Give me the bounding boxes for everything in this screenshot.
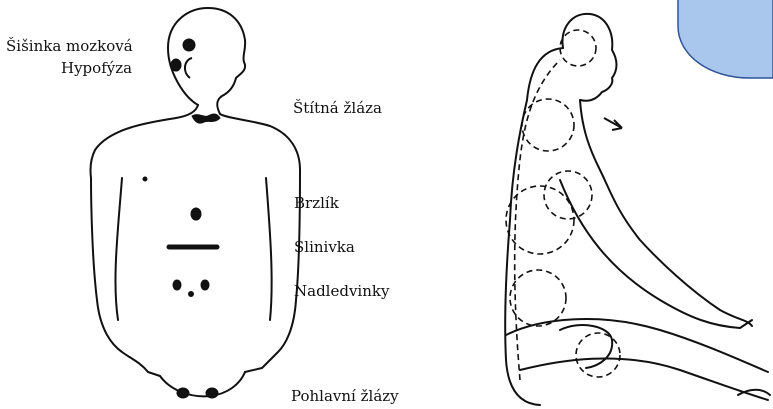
chakra-5 — [560, 30, 596, 66]
adrenal-right — [201, 280, 209, 290]
label-gonads: Pohlavní žlázy — [291, 389, 399, 404]
thyroid-gland — [192, 114, 220, 123]
glands — [143, 39, 220, 398]
chakra-4 — [522, 99, 574, 151]
figure-front — [580, 100, 752, 326]
figure-head — [563, 14, 617, 101]
spine-flow — [515, 60, 560, 380]
corner-shape — [678, 0, 773, 78]
pineal-gland — [183, 39, 195, 51]
gonad-left — [177, 388, 189, 398]
chakra-6 — [576, 333, 620, 377]
label-thymus: Brzlík — [294, 196, 339, 211]
pituitary-gland — [171, 59, 181, 71]
figure-leg — [520, 358, 768, 400]
label-adrenals: Nadledvinky — [294, 284, 389, 299]
pituitary-curve — [185, 58, 192, 78]
adrenal-center — [189, 292, 194, 297]
chakra-3 — [544, 171, 592, 219]
gonad-right — [206, 388, 218, 398]
pancreas — [167, 245, 219, 249]
label-pituitary: Hypofýza — [61, 61, 132, 76]
label-thyroid: Štítná žláza — [293, 101, 382, 116]
adrenal-left — [173, 280, 181, 290]
figure-arm — [560, 180, 752, 328]
label-pineal: Šišinka mozková — [6, 39, 133, 54]
thymus-gland — [191, 208, 201, 220]
small-dot — [143, 177, 147, 181]
groin-outline — [160, 372, 245, 396]
right-arm-line — [266, 178, 272, 320]
torso-outline — [90, 105, 300, 376]
breath-arrow — [604, 118, 622, 130]
label-pancreas: Slinivka — [294, 240, 355, 255]
left-arm-line — [115, 178, 122, 320]
figure-foot — [738, 390, 770, 395]
figure-back — [505, 48, 563, 405]
chakra-1 — [510, 270, 566, 326]
